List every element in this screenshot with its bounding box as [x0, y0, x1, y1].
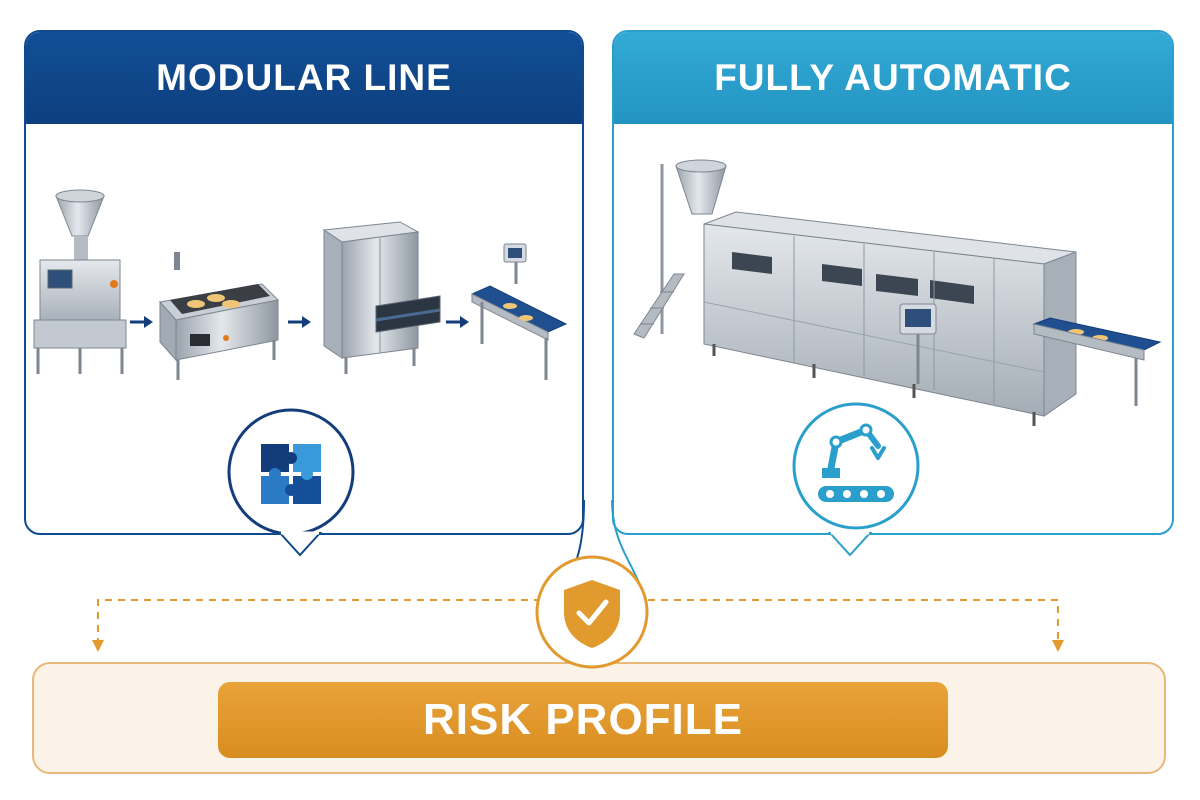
risk-profile-label: RISK PROFILE — [218, 682, 948, 758]
conveyor-machine — [470, 243, 568, 380]
oven-cabinet-machine — [322, 221, 441, 374]
modular-line-panel: MODULAR LINE — [24, 30, 584, 535]
fully-automatic-title: FULLY AUTOMATIC — [614, 32, 1172, 124]
depositor-machine — [33, 189, 127, 374]
modular-line-scene — [33, 189, 568, 533]
flow-arrow — [446, 316, 469, 328]
flow-arrow — [130, 316, 153, 328]
puzzle-icon — [227, 408, 355, 533]
modular-line-title: MODULAR LINE — [26, 32, 582, 124]
flow-arrow — [288, 316, 311, 328]
robot-arm-conveyor-icon — [792, 402, 920, 530]
automatic-line-machine — [633, 159, 1162, 426]
fully-automatic-scene — [633, 159, 1162, 530]
griddle-press-machine — [159, 252, 280, 380]
shield-check-icon — [535, 555, 649, 669]
fully-automatic-panel: FULLY AUTOMATIC — [612, 30, 1174, 535]
